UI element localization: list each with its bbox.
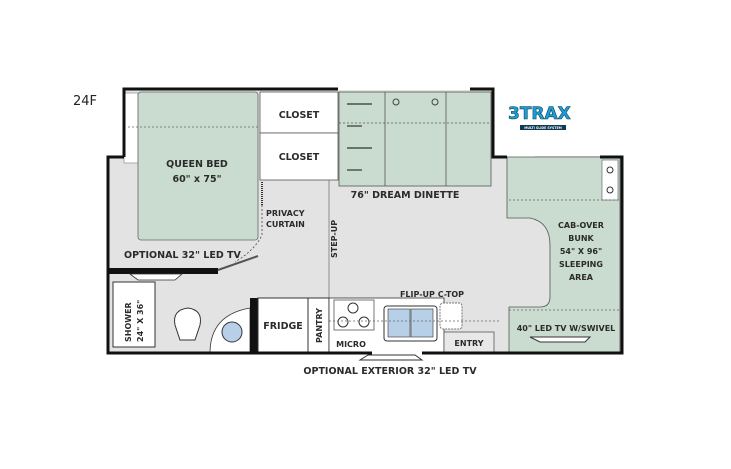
- galley-sink: [387, 308, 411, 338]
- cab-label: 54" X 96": [560, 247, 602, 256]
- cab-cabinet: [601, 159, 619, 201]
- tv-icon: [529, 336, 592, 343]
- dinette-label: 76" DREAM DINETTE: [351, 190, 460, 201]
- bath-door[interactable]: [217, 255, 259, 271]
- cab-label: CAB-OVER: [558, 221, 604, 230]
- fridge-label: FRIDGE: [263, 321, 303, 332]
- shower: [112, 281, 156, 348]
- closet: [259, 91, 339, 134]
- cab-knob: [606, 166, 614, 174]
- step-up-label: STEP-UP: [330, 220, 339, 258]
- exterior-tv-icon: [358, 354, 424, 361]
- galley-sink: [410, 308, 434, 338]
- stove: [333, 299, 375, 331]
- flip-up-countertop: [439, 302, 463, 330]
- dinette-knob: [431, 98, 439, 106]
- cab-knob: [606, 186, 614, 194]
- tv-40-label: 40" LED TV W/SWIVEL: [517, 324, 616, 333]
- entry-label: ENTRY: [454, 339, 483, 348]
- logo-band: [520, 125, 566, 130]
- pantry-label: PANTRY: [315, 308, 324, 343]
- dinette-knob: [392, 98, 400, 106]
- stove-burners-icon: [337, 302, 370, 328]
- cab-label: SLEEPING: [559, 260, 603, 269]
- 3trax-logo: 3TRAX MULTI SLIDE SYSTEM: [508, 104, 571, 130]
- flip-up-label: FLIP-UP C-TOP: [400, 290, 464, 299]
- fridge: [257, 297, 309, 354]
- seatbelt-icons: [347, 103, 372, 171]
- cab-over-bunk: [506, 156, 621, 354]
- privacy-curtain: [234, 205, 263, 263]
- bath-wall: [108, 268, 218, 274]
- logo-text: 3TRAX: [508, 104, 571, 124]
- shower-label: SHOWER: [124, 302, 133, 342]
- closet-label: CLOSET: [279, 110, 320, 121]
- cab-label: AREA: [569, 273, 594, 282]
- queen-bed-size: 60" x 75": [172, 174, 221, 185]
- closet: [259, 132, 339, 181]
- optional-tv-label: OPTIONAL 32" LED TV: [124, 250, 241, 261]
- closet-label: CLOSET: [279, 152, 320, 163]
- micro-label: MICRO: [336, 340, 366, 349]
- toilet-icon: [174, 307, 201, 341]
- queen-bed-label: QUEEN BED: [166, 159, 228, 170]
- exterior-tv-mount: [372, 351, 422, 355]
- optional-tv-icon: [128, 273, 184, 281]
- exterior-tv-label: OPTIONAL EXTERIOR 32" LED TV: [303, 366, 477, 377]
- queen-bed: [137, 91, 259, 241]
- walls: [106, 87, 624, 355]
- model-name: 24F: [73, 94, 97, 109]
- dream-dinette: [338, 91, 492, 187]
- shower-size: 24" X 36": [136, 300, 145, 342]
- logo-subtext: MULTI SLIDE SYSTEM: [524, 126, 562, 130]
- rear-nook: [123, 92, 139, 164]
- privacy-label: PRIVACY: [266, 209, 305, 218]
- privacy-label: CURTAIN: [266, 220, 305, 229]
- bath-wall: [250, 298, 258, 353]
- sink-icon: [221, 321, 243, 343]
- cab-label: BUNK: [568, 234, 594, 243]
